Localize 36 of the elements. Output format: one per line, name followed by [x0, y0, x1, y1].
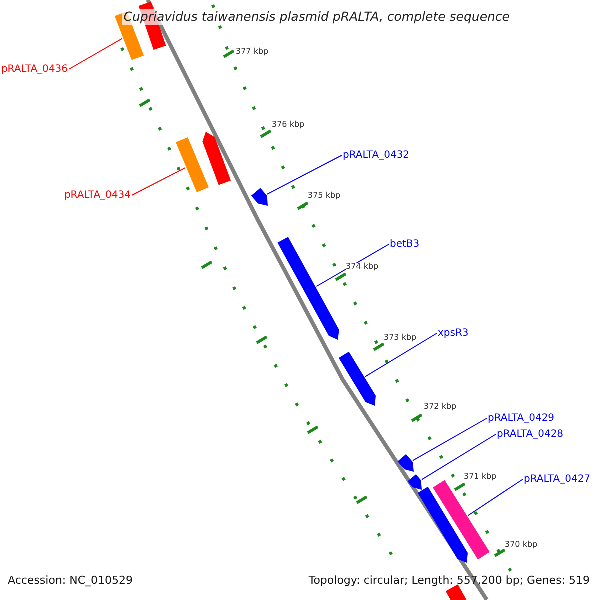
gene-bar	[418, 486, 468, 563]
gene-label: pRALTA_0429	[488, 413, 555, 424]
gene-bar	[338, 352, 376, 406]
scale-label: 372 kbp	[424, 403, 457, 412]
diagram-title: Cupriavidus taiwanensis plasmid pRALTA, complete sequence	[122, 9, 512, 25]
scale-label: 377 kbp	[236, 48, 269, 57]
scale-label: 374 kbp	[346, 263, 379, 272]
map-info-text: Topology: circular; Length: 557,200 bp; Genes: 519	[308, 575, 590, 588]
scale-label: 371 kbp	[464, 473, 497, 482]
accession-text: Accession: NC_010529	[8, 575, 134, 588]
gene-bar	[398, 454, 414, 472]
gene-label: xpsR3	[438, 328, 469, 339]
gene-bar	[251, 188, 268, 206]
gene-bar	[433, 480, 490, 560]
leader-line	[266, 155, 342, 195]
scale-label: 373 kbp	[384, 334, 417, 343]
gene-bar	[408, 474, 422, 490]
leader-line	[412, 418, 488, 462]
leader-line	[422, 434, 496, 480]
gene-bar	[176, 138, 209, 192]
gene-label: pRALTA_0428	[497, 429, 564, 440]
gene-label: pRALTA_0434	[64, 190, 131, 201]
scale-label: 376 kbp	[272, 121, 305, 130]
leader-line	[132, 167, 186, 196]
scale-label: 375 kbp	[308, 192, 341, 201]
scale-label: 370 kbp	[505, 541, 538, 550]
gene-label: pRALTA_0427	[524, 474, 591, 485]
gene-label: pRALTA_0432	[343, 150, 410, 161]
gene-bar	[446, 584, 468, 600]
leader-line	[68, 38, 123, 70]
leader-line	[364, 333, 438, 378]
gene-bar	[202, 132, 232, 186]
gene-bar	[278, 237, 340, 340]
gene-label: pRALTA_0436	[1, 64, 68, 75]
gene-label: betB3	[390, 239, 420, 250]
leader-line	[468, 479, 524, 516]
